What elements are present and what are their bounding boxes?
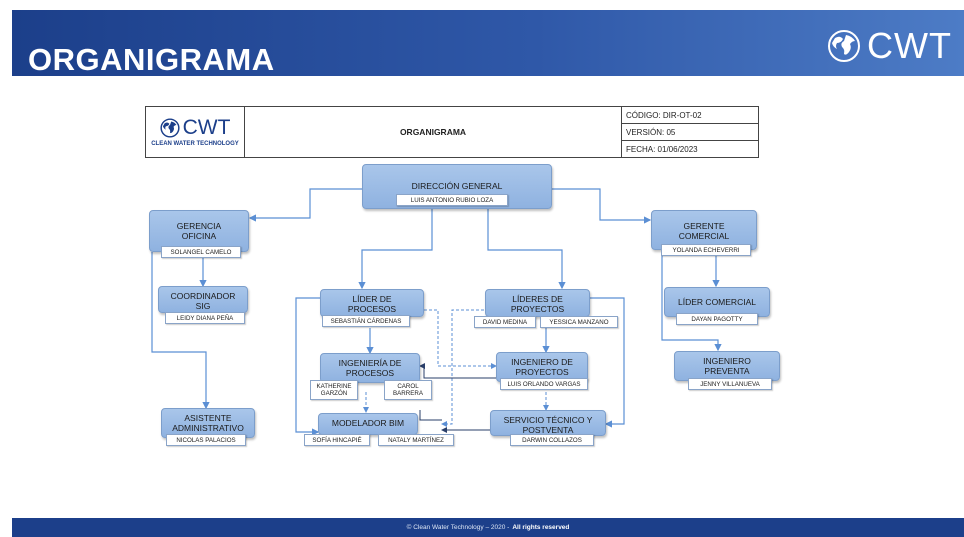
person-ing-proyectos: LUIS ORLANDO VARGAS xyxy=(500,378,588,390)
node-ing-procesos-title: INGENIERÍA DE PROCESOS xyxy=(338,358,402,378)
node-lider-procesos: LÍDER DE PROCESOS xyxy=(320,289,424,317)
node-direccion-general: DIRECCIÓN GENERAL xyxy=(362,164,552,209)
document-date: FECHA: 01/06/2023 xyxy=(626,144,698,154)
person-lider-comercial: DAYAN PAGOTTY xyxy=(676,313,758,325)
cwt-logo: CWT xyxy=(827,28,952,64)
person-asistente: NICOLAS PALACIOS xyxy=(166,434,246,446)
document-title: ORGANIGRAMA xyxy=(245,107,622,157)
node-modelador-bim: MODELADOR BIM xyxy=(318,413,418,435)
node-asistente-title: ASISTENTE ADMINISTRATIVO xyxy=(172,413,244,433)
person-lideres-1: DAVID MEDINA xyxy=(474,316,536,328)
document-version: VERSIÓN: 05 xyxy=(622,124,758,141)
node-lideres-title: LÍDERES DE PROYECTOS xyxy=(510,294,565,314)
person-modelador-2: NATALY MARTÍNEZ xyxy=(378,434,454,446)
person-gerente-comercial: YOLANDA ECHEVERRI xyxy=(661,244,751,256)
person-direccion: LUIS ANTONIO RUBIO LOZA xyxy=(396,194,508,206)
node-coordinador-sig: COORDINADOR SIG xyxy=(158,286,248,313)
node-gerente-title: GERENTE COMERCIAL xyxy=(678,221,730,241)
globe-icon xyxy=(160,118,180,138)
footer-rights: All rights reserved xyxy=(512,524,570,531)
node-servicio-tecnico: SERVICIO TÉCNICO Y POSTVENTA xyxy=(490,410,606,436)
document-meta: CÓDIGO: DIR-OT-02 VERSIÓN: 05 FECHA: 01/… xyxy=(622,107,758,157)
document-logo-subtitle: CLEAN WATER TECHNOLOGY xyxy=(151,141,239,147)
node-direccion-title: DIRECCIÓN GENERAL xyxy=(411,181,503,191)
node-servicio-title: SERVICIO TÉCNICO Y POSTVENTA xyxy=(503,415,593,435)
footer-text: © Clean Water Technology – 2020 - xyxy=(406,524,510,531)
person-ing-preventa: JENNY VILLANUEVA xyxy=(688,378,772,390)
person-modelador-1: SOFÍA HINCAPIÉ xyxy=(304,434,370,446)
person-lideres-2: YESSICA MANZANO xyxy=(540,316,618,328)
node-gerencia-oficina: GERENCIA OFICINA xyxy=(149,210,249,252)
person-gerencia: SOLANGEL CAMELO xyxy=(161,246,241,258)
document-code: CÓDIGO: DIR-OT-02 xyxy=(622,107,758,124)
node-asistente-administrativo: ASISTENTE ADMINISTRATIVO xyxy=(161,408,255,438)
node-gerencia-title: GERENCIA OFICINA xyxy=(176,221,222,241)
node-ing-proyectos-title: INGENIERO DE PROYECTOS xyxy=(511,357,573,377)
person-ing-procesos-1: KATHERINE GARZÓN xyxy=(310,380,358,400)
node-ingeniero-proyectos: INGENIERO DE PROYECTOS xyxy=(496,352,588,382)
node-ingeniero-preventa: INGENIERO PREVENTA xyxy=(674,351,780,381)
node-lider-comercial: LÍDER COMERCIAL xyxy=(664,287,770,317)
node-lider-procesos-title: LÍDER DE PROCESOS xyxy=(347,294,397,314)
node-lider-comercial-title: LÍDER COMERCIAL xyxy=(678,297,756,307)
node-coordinador-title: COORDINADOR SIG xyxy=(170,291,236,311)
page-title: ORGANIGRAMA xyxy=(28,42,275,77)
node-ingenieria-procesos: INGENIERÍA DE PROCESOS xyxy=(320,353,420,383)
document-logo: CWT CLEAN WATER TECHNOLOGY xyxy=(146,107,245,157)
node-preventa-title: INGENIERO PREVENTA xyxy=(703,356,751,376)
footer-bar: © Clean Water Technology – 2020 - All ri… xyxy=(12,518,964,537)
person-servicio: DARWIN COLLAZOS xyxy=(510,434,594,446)
person-coordinador: LEIDY DIANA PEÑA xyxy=(165,312,245,324)
document-logo-text: CWT xyxy=(182,116,231,139)
document-header-table: CWT CLEAN WATER TECHNOLOGY ORGANIGRAMA C… xyxy=(145,106,759,158)
node-lideres-proyectos: LÍDERES DE PROYECTOS xyxy=(485,289,590,317)
title-banner: ORGANIGRAMA CWT xyxy=(12,10,964,77)
person-lider-procesos: SEBASTIÁN CÁRDENAS xyxy=(322,315,410,327)
logo-text: CWT xyxy=(867,25,952,66)
node-modelador-title: MODELADOR BIM xyxy=(331,418,405,428)
person-ing-procesos-2: CAROL BARRERA xyxy=(384,380,432,400)
globe-icon xyxy=(828,30,861,62)
